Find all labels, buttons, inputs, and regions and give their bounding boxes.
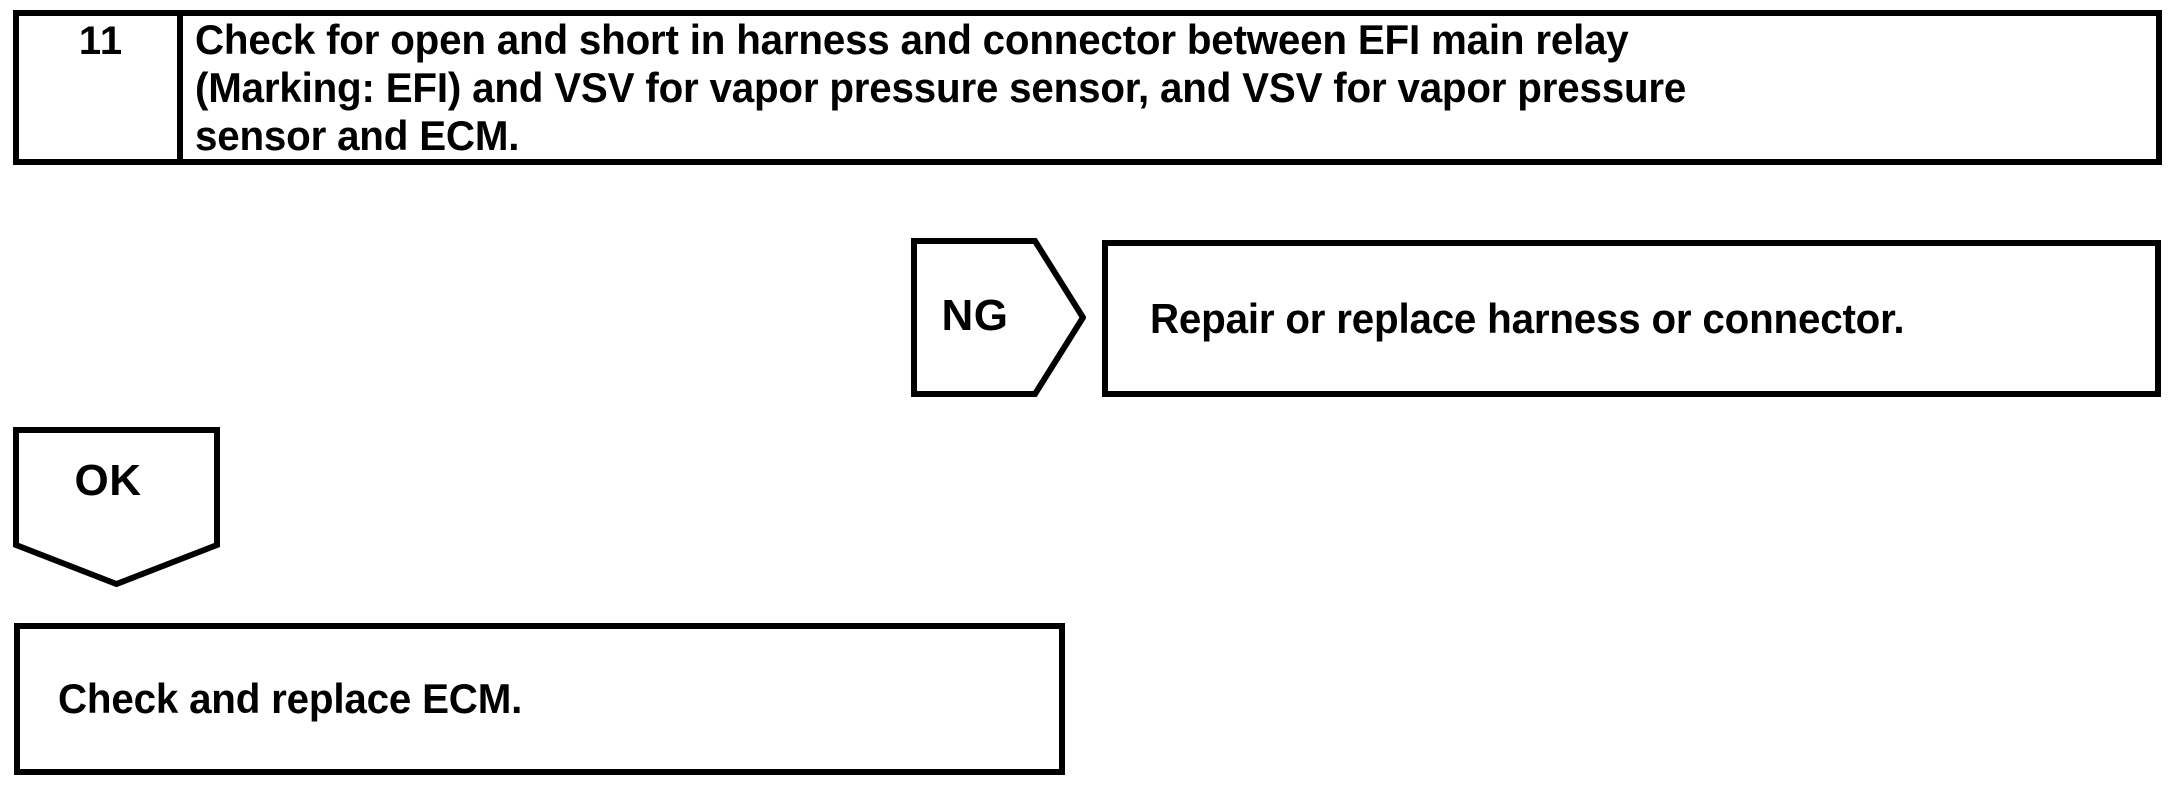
ok-pentagon-shape [13, 427, 220, 587]
ng-outcome-text: Repair or replace harness or connector. [1150, 294, 1905, 342]
ok-outcome-box: Check and replace ECM. [14, 623, 1065, 775]
ng-pentagon-shape [911, 238, 1086, 397]
step-number-cell: 11 [19, 16, 183, 159]
ng-outcome-box: Repair or replace harness or connector. [1102, 240, 2161, 397]
step-instruction-box: 11 Check for open and short in harness a… [13, 10, 2162, 165]
ok-outcome-text: Check and replace ECM. [58, 675, 523, 722]
ok-branch-pentagon [13, 427, 220, 587]
step-number: 11 [78, 19, 124, 63]
ng-branch-label: NG [941, 291, 1009, 340]
ng-branch-pentagon [911, 238, 1086, 397]
step-instruction-text: Check for open and short in harness and … [195, 16, 1687, 159]
ok-branch-label: OK [74, 456, 142, 505]
